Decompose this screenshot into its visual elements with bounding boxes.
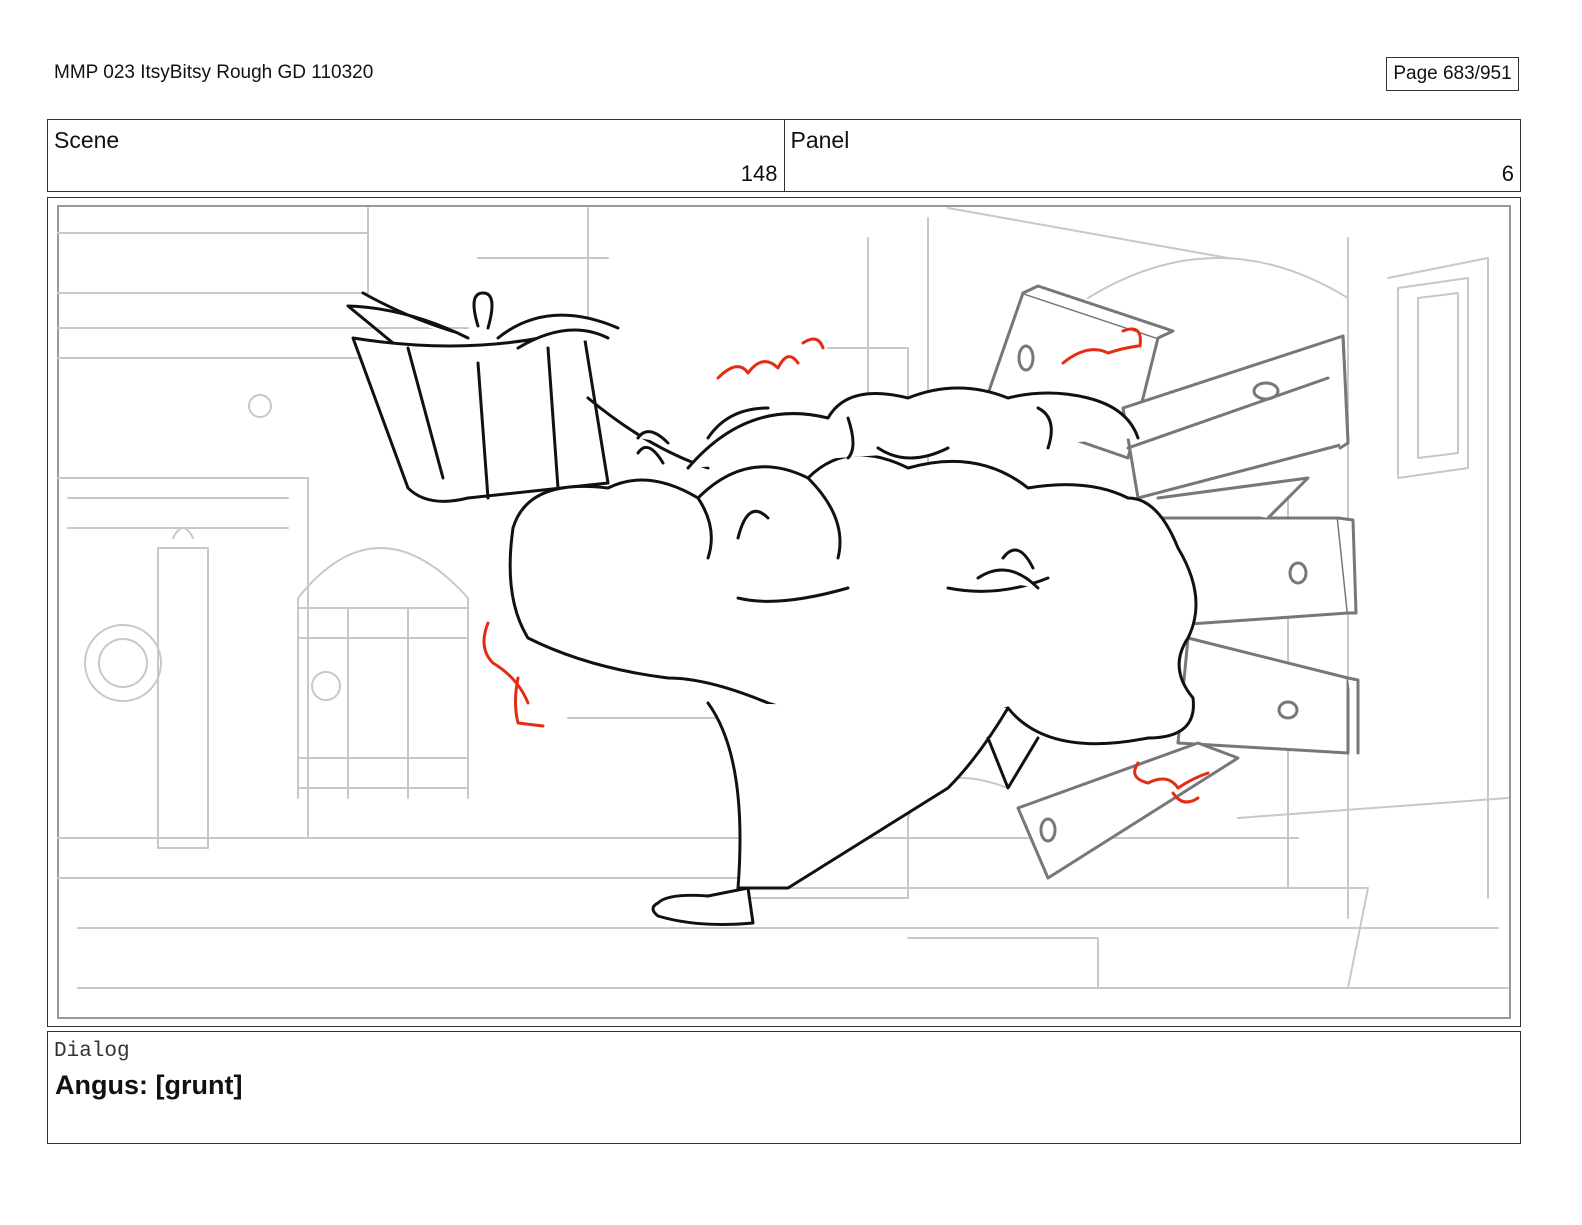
panel-cell: Panel 6 (783, 120, 1521, 191)
inner-panel-border (57, 205, 1511, 1019)
scene-cell: Scene 148 (48, 120, 784, 191)
storyboard-frame (47, 197, 1521, 1027)
panel-number: 6 (1501, 161, 1514, 186)
page-number-box: Page 683/951 (1386, 57, 1519, 91)
dialog-label: Dialog (54, 1040, 130, 1063)
action-marks (482, 327, 1210, 804)
dialog-box: Dialog Angus: [grunt] (47, 1031, 1521, 1144)
storyboard-sketch (57, 205, 1511, 1019)
scene-number: 148 (740, 161, 778, 186)
dialog-text: Angus: [grunt] (55, 1070, 243, 1100)
character-sketch (346, 291, 1198, 926)
page-number: Page 683/951 (1393, 63, 1512, 84)
scene-label: Scene (54, 127, 120, 153)
scene-panel-row: Scene 148 Panel 6 (47, 119, 1521, 192)
panel-label: Panel (790, 127, 850, 153)
background-layout (57, 207, 1509, 989)
document-title: MMP 023 ItsyBitsy Rough GD 110320 (54, 62, 374, 83)
